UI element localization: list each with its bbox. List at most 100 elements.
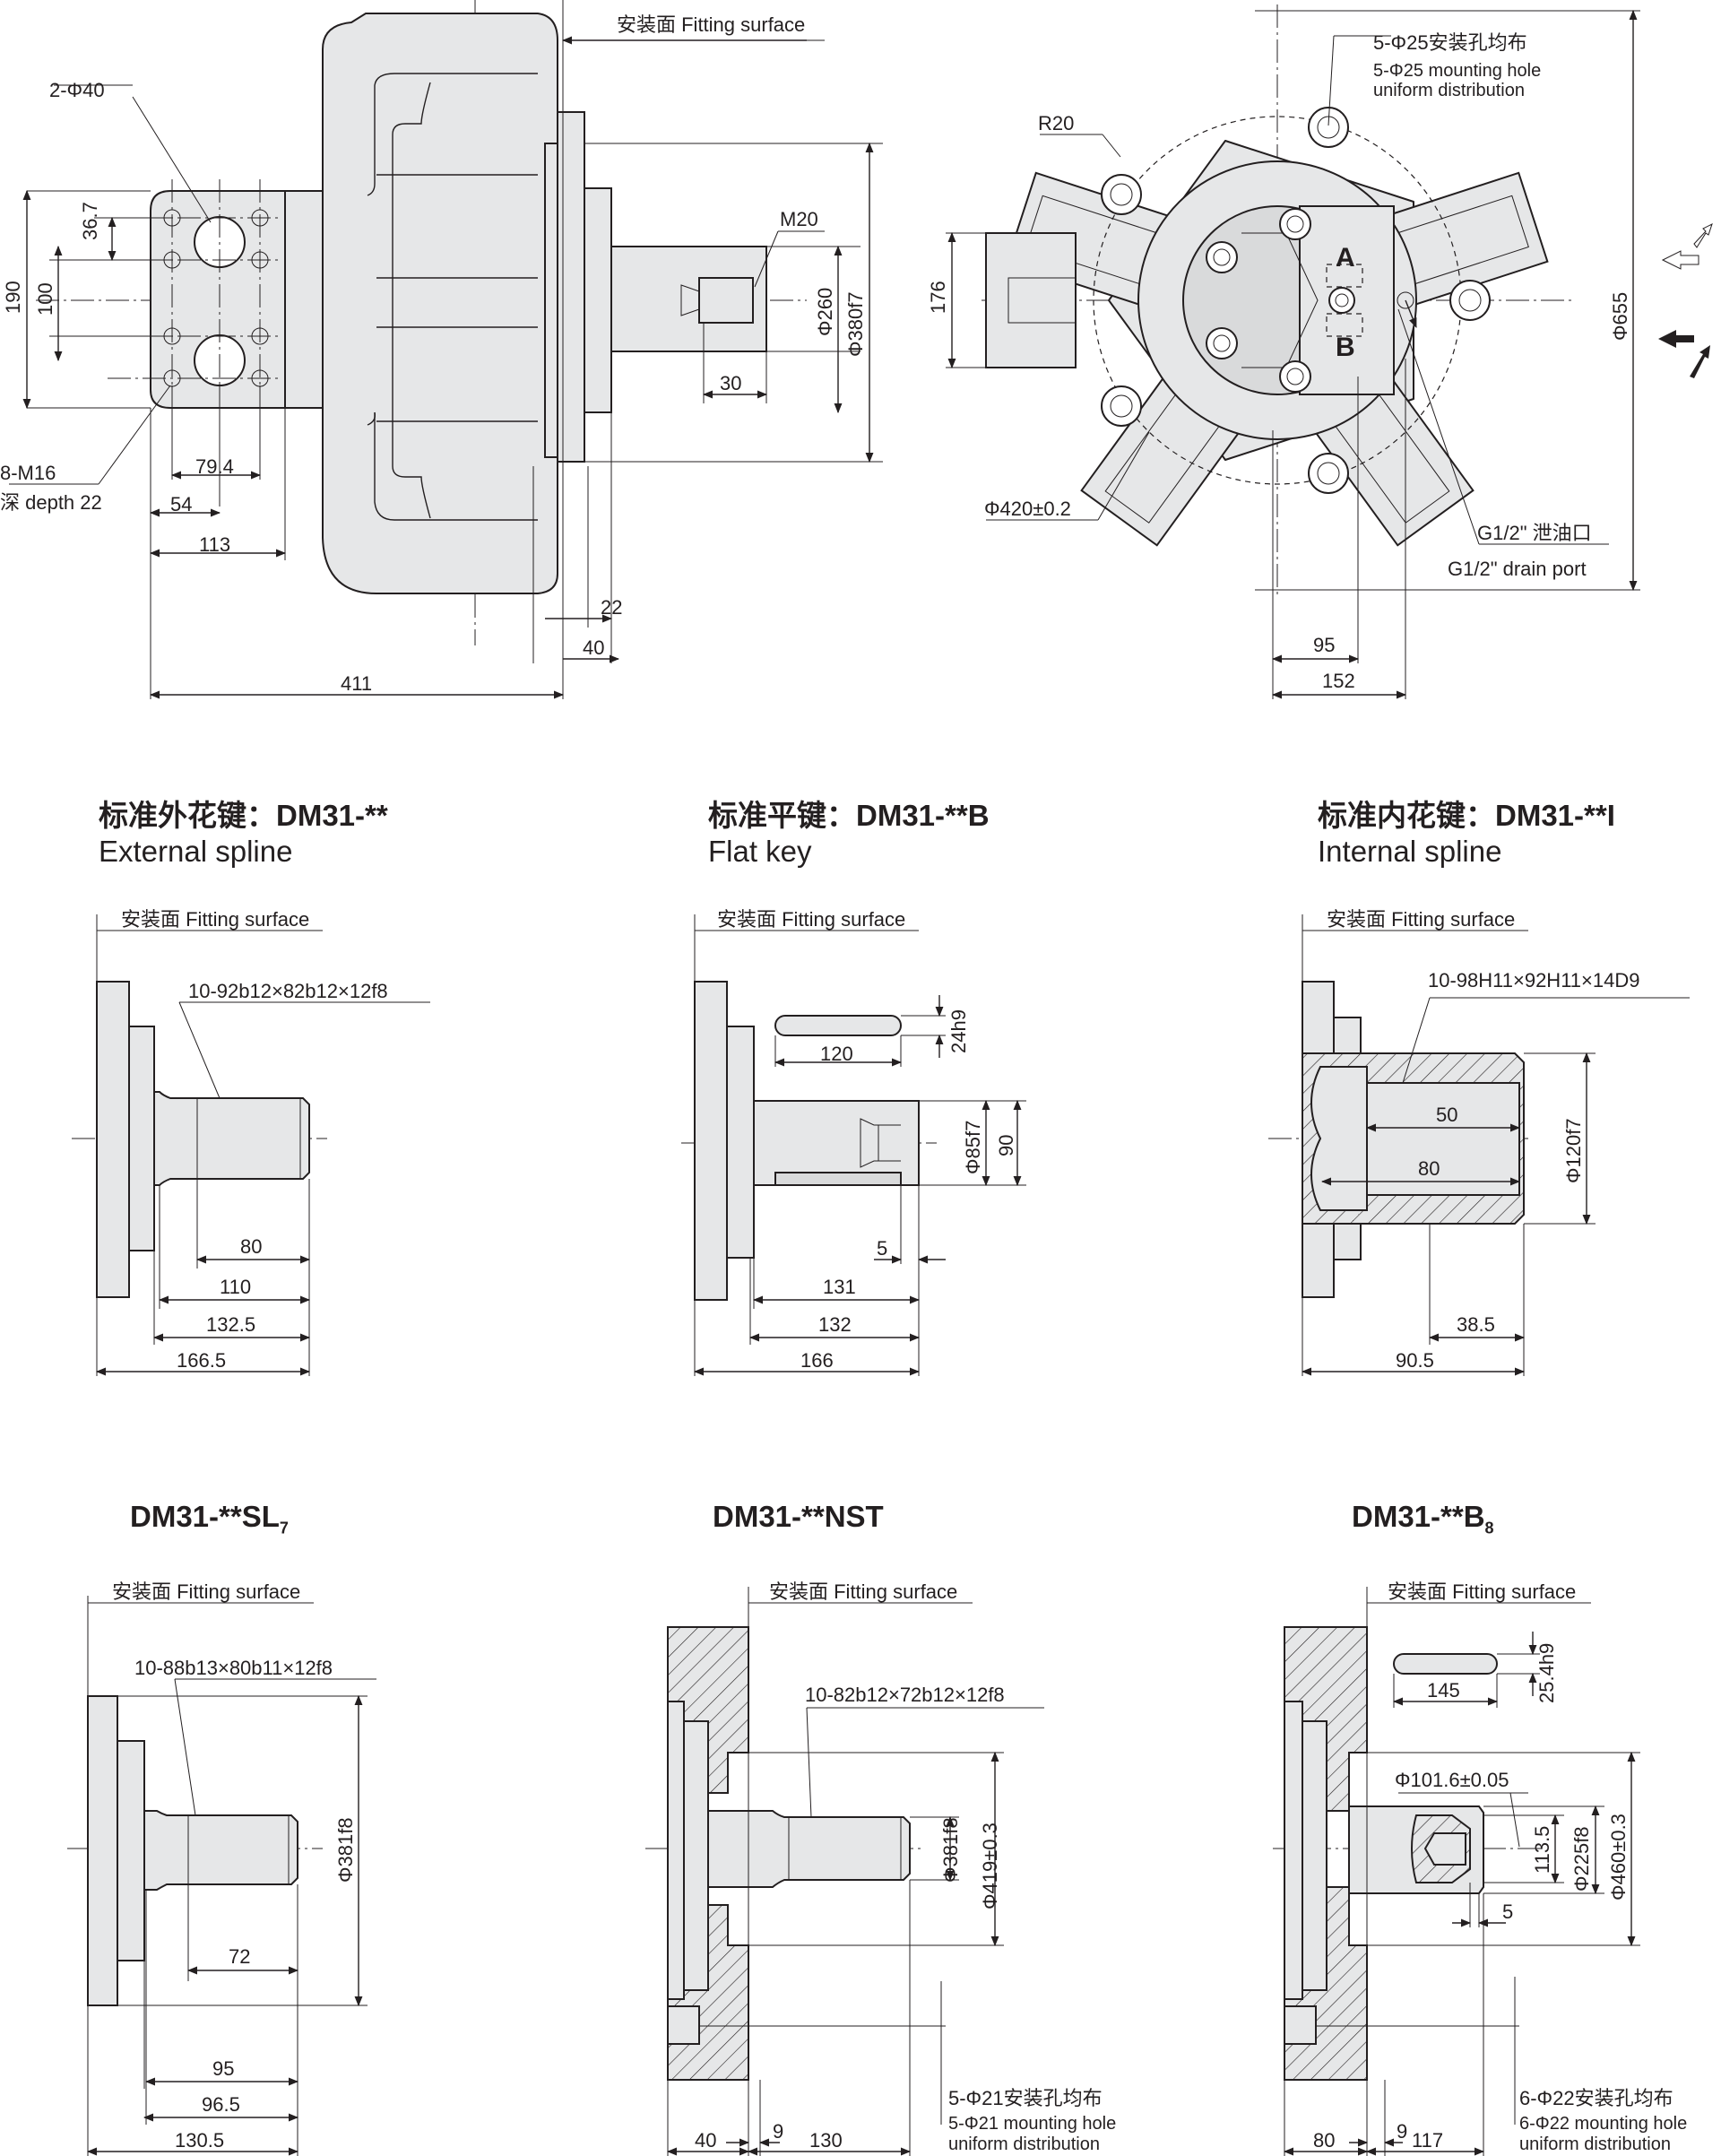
int-dim-38: 38.5 <box>1457 1313 1495 1336</box>
thread-label: 8-M16 <box>0 462 56 484</box>
dim-95: 95 <box>1313 634 1335 656</box>
sl7-dim-96: 96.5 <box>202 2093 240 2116</box>
sl7-title-text: DM31-**SL <box>130 1500 280 1533</box>
nst-mount-cn: 5-Φ21安装孔均布 <box>948 2087 1103 2109</box>
flat-fitting-surface: 安装面 Fitting surface <box>717 908 905 931</box>
ext-fitting-surface: 安装面 Fitting surface <box>121 908 309 931</box>
ext-spline-spec: 10-92b12×82b12×12f8 <box>188 980 388 1002</box>
sl7-dim-72: 72 <box>229 1945 250 1968</box>
mount-hole-en1: 5-Φ25 mounting hole <box>1373 61 1541 81</box>
nst-mount-en2: uniform distribution <box>948 2134 1100 2154</box>
nst-spline-spec: 10-82b12×72b12×12f8 <box>805 1684 1005 1706</box>
dim-176: 176 <box>927 281 949 314</box>
section-title-en: Flat key <box>708 835 812 868</box>
b8-title-text: DM31-**B <box>1352 1500 1485 1533</box>
sl7-fitting-surface: 安装面 Fitting surface <box>112 1580 300 1603</box>
front-view: A B <box>982 4 1573 596</box>
sl7-dim-95: 95 <box>212 2057 234 2080</box>
section-title-cn: 标准外花键：DM31-** <box>99 799 388 832</box>
flat-dim-120: 120 <box>820 1043 853 1065</box>
b8-title: DM31-**B8 <box>1352 1500 1494 1538</box>
port-a-label: A <box>1336 243 1355 273</box>
b8-mount-en1: 6-Φ22 mounting hole <box>1519 2114 1687 2134</box>
flat-dim-166: 166 <box>800 1349 834 1372</box>
b8-view: 安装面 Fitting surface 25.4h9 145 Φ101.6±0.… <box>1273 1580 1687 2156</box>
b8-dim-145: 145 <box>1427 1679 1460 1701</box>
port-b-label: B <box>1336 333 1355 362</box>
ext-dim-132: 132.5 <box>206 1313 255 1336</box>
section-title-cn: 标准平键：DM31-**B <box>708 799 990 832</box>
section-title-cn: 标准内花键：DM31-**I <box>1318 799 1615 832</box>
external-spline-view: 安装面 Fitting surface 10-92b12×82b12×12f8 … <box>72 908 430 1376</box>
b8-dim-9: 9 <box>1397 2120 1407 2143</box>
flat-key-view: 安装面 Fitting surface 120 24h9 Φ85f7 90 5 … <box>681 908 1026 1376</box>
b8-mount-en2: uniform distribution <box>1519 2134 1671 2154</box>
nst-dim-9: 9 <box>773 2120 783 2143</box>
section-heading-internal-spline: 标准内花键：DM31-**I Internal spline <box>1318 792 1615 869</box>
int-dim-90: 90.5 <box>1396 1349 1434 1372</box>
nst-dia-419: Φ419±0.3 <box>979 1823 1001 1909</box>
b8-title-sub: 8 <box>1484 1519 1494 1537</box>
dim-113: 113 <box>199 533 230 556</box>
mount-hole-cn: 5-Φ25安装孔均布 <box>1373 31 1527 54</box>
nst-dia-381: Φ381f8 <box>939 1817 962 1883</box>
dim-40: 40 <box>583 636 604 659</box>
dim-22: 22 <box>601 596 622 619</box>
dim-54: 54 <box>170 493 192 515</box>
nst-mount-en1: 5-Φ21 mounting hole <box>948 2114 1116 2134</box>
b8-dim-25: 25.4h9 <box>1535 1643 1558 1703</box>
int-dia-120: Φ120f7 <box>1562 1118 1585 1183</box>
sl7-dia-381: Φ381f8 <box>334 1817 357 1883</box>
r20-label: R20 <box>1038 112 1074 134</box>
b8-dia-225: Φ225f8 <box>1570 1826 1593 1892</box>
nst-dim-40: 40 <box>695 2129 716 2152</box>
sl7-view: 安装面 Fitting surface 10-88b13×80b11×12f8 … <box>67 1580 376 2156</box>
holes-label: 2-Φ40 <box>49 79 105 101</box>
flat-dim-5: 5 <box>877 1237 887 1260</box>
b8-dim-117: 117 <box>1412 2129 1443 2152</box>
dim-152: 152 <box>1322 670 1355 692</box>
section-title-en: Internal spline <box>1318 835 1502 868</box>
fitting-surface-label: 安装面 Fitting surface <box>617 13 805 36</box>
flat-dia-85: Φ85f7 <box>962 1121 984 1174</box>
ext-dim-110: 110 <box>220 1276 251 1298</box>
sl7-spline-spec: 10-88b13×80b11×12f8 <box>134 1657 333 1679</box>
nst-fitting-surface: 安装面 Fitting surface <box>769 1580 957 1603</box>
dia-380: Φ380f7 <box>844 291 867 357</box>
section-heading-external-spline: 标准外花键：DM31-** External spline <box>99 792 388 869</box>
drain-port-en: G1/2" drain port <box>1448 558 1587 580</box>
dim-79-4: 79.4 <box>195 455 234 478</box>
int-spline-spec: 10-98H11×92H11×14D9 <box>1428 969 1639 991</box>
mount-hole-en2: uniform distribution <box>1373 81 1525 100</box>
int-dim-80: 80 <box>1418 1157 1440 1180</box>
b8-dia-101: Φ101.6±0.05 <box>1395 1769 1509 1791</box>
b8-dim-113: 113.5 <box>1531 1826 1553 1874</box>
side-view: 2-Φ40 36.7 190 100 8-M16 深 depth 22 79.4… <box>0 0 883 699</box>
sl7-title: DM31-**SL7 <box>130 1500 289 1538</box>
dim-190: 190 <box>2 281 24 314</box>
flat-dim-131: 131 <box>823 1276 856 1298</box>
b8-mount-cn: 6-Φ22安装孔均布 <box>1519 2087 1673 2109</box>
dim-411: 411 <box>341 672 372 695</box>
dim-36-7: 36.7 <box>79 202 101 240</box>
flat-dim-24: 24h9 <box>947 1009 970 1053</box>
dim-100: 100 <box>34 282 56 316</box>
sl7-title-sub: 7 <box>279 1519 289 1537</box>
ext-dim-80: 80 <box>240 1235 262 1258</box>
flat-dim-90: 90 <box>995 1135 1017 1156</box>
b8-dia-460: Φ460±0.3 <box>1607 1814 1630 1901</box>
b8-fitting-surface: 安装面 Fitting surface <box>1388 1580 1576 1603</box>
dia-420: Φ420±0.2 <box>984 498 1071 520</box>
sl7-dim-130: 130.5 <box>175 2129 224 2152</box>
dia-260: Φ260 <box>814 288 836 336</box>
flat-dim-132: 132 <box>818 1313 852 1336</box>
ext-dim-166: 166.5 <box>177 1349 226 1372</box>
int-fitting-surface: 安装面 Fitting surface <box>1327 908 1515 931</box>
thread-depth: 深 depth 22 <box>0 491 102 514</box>
front-view-dims: 5-Φ25安装孔均布 5-Φ25 mounting hole uniform d… <box>927 9 1713 699</box>
internal-spline-view: 安装面 Fitting surface 10-98H11×92H11×14D9 … <box>1268 908 1690 1376</box>
b8-dim-80: 80 <box>1313 2129 1335 2152</box>
nst-title-text: DM31-**NST <box>713 1500 884 1533</box>
section-heading-flat-key: 标准平键：DM31-**B Flat key <box>708 792 990 869</box>
